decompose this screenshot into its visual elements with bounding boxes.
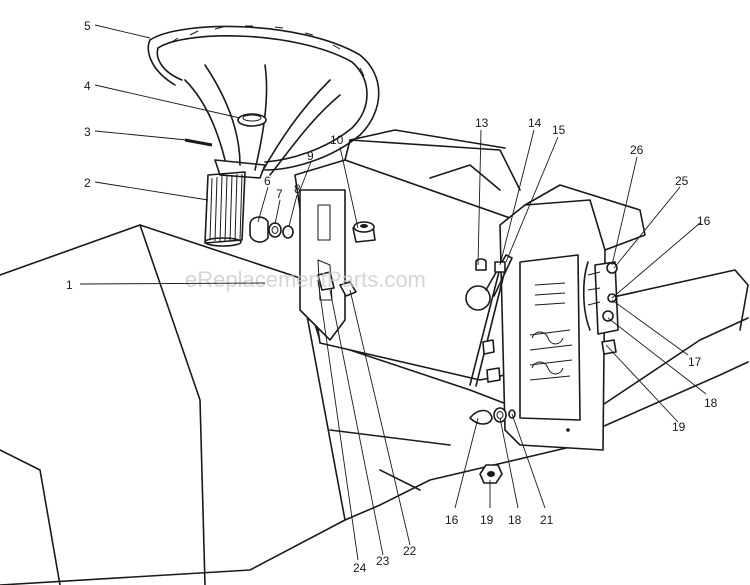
- callout-19-right: 19: [672, 420, 686, 434]
- callout-13: 13: [475, 116, 489, 130]
- dash-panel: [294, 129, 531, 381]
- callout-6: 6: [264, 174, 271, 188]
- callout-2: 2: [84, 176, 91, 190]
- callout-22: 22: [403, 544, 417, 558]
- callout-10: 10: [330, 133, 344, 147]
- lever-bracket: [317, 271, 357, 297]
- callout-21: 21: [540, 513, 554, 527]
- callout-1: 1: [66, 278, 73, 292]
- callout-4: 4: [84, 79, 91, 93]
- callout-24: 24: [353, 561, 367, 575]
- side-console: [499, 184, 646, 451]
- callout-14: 14: [528, 116, 542, 130]
- choke-knob: [352, 221, 376, 243]
- callout-18-bottom: 18: [508, 513, 522, 527]
- callout-16-bottom: 16: [445, 513, 459, 527]
- leader-lines: [79, 24, 707, 561]
- center-cap: [237, 113, 267, 127]
- steering-column: [204, 171, 246, 247]
- callout-19-bottom: 19: [480, 513, 494, 527]
- callout-18-right: 18: [704, 396, 718, 410]
- ignition-switch: [249, 216, 294, 243]
- callout-17: 17: [688, 355, 702, 369]
- bolt: [494, 261, 506, 273]
- callout-9: 9: [307, 149, 314, 163]
- callout-26: 26: [630, 143, 644, 157]
- callout-8: 8: [294, 182, 301, 196]
- cable-hardware: [469, 339, 516, 484]
- bracket: [582, 261, 619, 355]
- watermark: eReplacementParts.com: [185, 267, 426, 292]
- callout-7: 7: [276, 187, 283, 201]
- callout-25: 25: [675, 174, 689, 188]
- steering-wheel: [147, 25, 380, 179]
- spring-pin: [184, 138, 213, 147]
- callout-3: 3: [84, 125, 91, 139]
- callout-16-right: 16: [697, 214, 711, 228]
- callout-23: 23: [376, 554, 390, 568]
- callout-labels: 1 2 3 4 5 6 7 8 9 10 13 14 15 26 25 16 1…: [66, 19, 718, 575]
- callout-15: 15: [552, 123, 566, 137]
- callout-5: 5: [84, 19, 91, 33]
